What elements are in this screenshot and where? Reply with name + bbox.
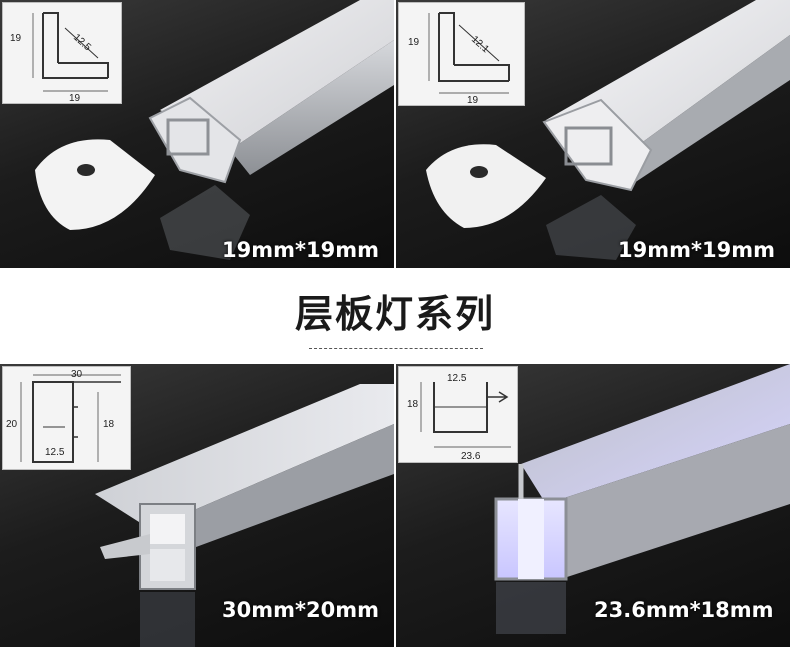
size-label: 23.6mm*18mm	[594, 598, 774, 622]
width-dim: 23.6	[461, 451, 481, 462]
dimension-diagram: 12.5 18 23.6	[398, 366, 518, 463]
dimension-diagram: 19 19 12.5	[2, 2, 122, 104]
recessed-profile-image	[95, 384, 394, 647]
title-divider	[309, 348, 483, 349]
product-panel-23.6x18: 12.5 18 23.6 23.6mm*18mm	[396, 364, 790, 647]
product-panel-19x19-b: 19 19 12.1 19mm*19mm	[396, 0, 790, 268]
dimension-diagram: 30 20 18 12.5	[2, 366, 131, 470]
dimension-diagram: 19 19 12.1	[398, 2, 525, 106]
height-dim: 18	[407, 399, 419, 410]
width-dim: 19	[467, 95, 479, 105]
outer-height-dim: 20	[6, 419, 18, 430]
inner-width-dim: 12.5	[45, 447, 65, 458]
corner-profile-image	[426, 0, 790, 260]
inner-height-dim: 18	[103, 419, 115, 430]
width-dim: 19	[69, 93, 81, 103]
page-title: 层板灯系列	[294, 292, 495, 336]
diagonal-dim: 12.1	[469, 34, 491, 55]
height-dim: 19	[10, 33, 22, 44]
width-dim: 30	[71, 369, 83, 380]
height-dim: 19	[408, 37, 420, 48]
product-panel-30x20: 30 20 18 12.5 30mm*20mm	[0, 364, 394, 647]
size-label: 19mm*19mm	[618, 238, 775, 262]
size-label: 19mm*19mm	[222, 238, 379, 262]
inner-width-dim: 12.5	[447, 373, 467, 384]
u-profile-image	[494, 364, 790, 634]
corner-profile-image	[35, 0, 394, 260]
product-panel-19x19-a: 19 19 12.5 19mm*19mm	[0, 0, 394, 268]
size-label: 30mm*20mm	[222, 598, 379, 622]
